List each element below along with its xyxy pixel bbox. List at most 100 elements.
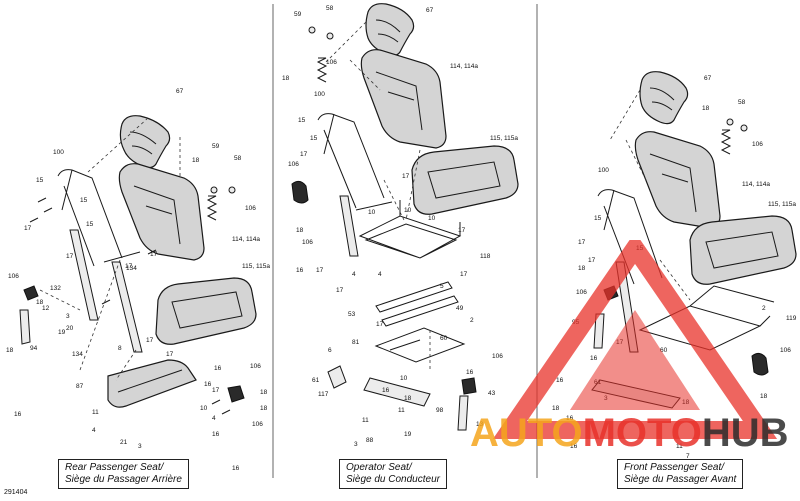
svg-text:106: 106 xyxy=(252,421,263,428)
svg-text:3: 3 xyxy=(66,313,70,320)
svg-text:118: 118 xyxy=(480,253,491,260)
svg-text:106: 106 xyxy=(288,161,299,168)
svg-text:67: 67 xyxy=(426,7,434,14)
svg-text:3: 3 xyxy=(138,443,142,450)
svg-text:106: 106 xyxy=(576,289,587,296)
svg-text:17: 17 xyxy=(458,227,466,234)
operator-headrest xyxy=(365,3,415,57)
svg-text:17: 17 xyxy=(402,173,410,180)
svg-text:4: 4 xyxy=(92,427,96,434)
svg-text:10: 10 xyxy=(400,375,408,382)
svg-text:17: 17 xyxy=(460,271,468,278)
svg-text:6: 6 xyxy=(328,347,332,354)
operator-cushion xyxy=(411,145,519,215)
svg-text:4: 4 xyxy=(378,271,382,278)
rear-headrest xyxy=(119,115,171,169)
svg-text:19: 19 xyxy=(58,329,66,336)
svg-text:15: 15 xyxy=(298,117,306,124)
svg-text:16: 16 xyxy=(382,387,390,394)
svg-text:95: 95 xyxy=(572,319,580,326)
operator-seat-base xyxy=(358,200,462,259)
svg-text:18: 18 xyxy=(6,347,14,354)
svg-text:16: 16 xyxy=(212,431,220,438)
rear-seat-assembly: 67 59 58 18 106 100 15 15 15 17 17 17 17… xyxy=(6,88,270,472)
svg-text:17: 17 xyxy=(578,239,586,246)
svg-text:8: 8 xyxy=(118,345,122,352)
svg-text:106: 106 xyxy=(492,353,503,360)
svg-text:10: 10 xyxy=(200,405,208,412)
svg-text:18: 18 xyxy=(36,299,44,306)
svg-text:18: 18 xyxy=(404,395,412,402)
svg-text:67: 67 xyxy=(176,88,184,95)
svg-text:49: 49 xyxy=(456,305,464,312)
svg-text:12: 12 xyxy=(42,305,50,312)
svg-text:114, 114a: 114, 114a xyxy=(742,181,770,188)
svg-text:87: 87 xyxy=(76,383,84,390)
svg-text:2: 2 xyxy=(762,305,766,312)
svg-text:17: 17 xyxy=(150,251,158,258)
svg-text:106: 106 xyxy=(752,141,763,148)
svg-text:18: 18 xyxy=(296,227,304,234)
caption-operator-fr: Siège du Conducteur xyxy=(346,474,440,485)
svg-text:106: 106 xyxy=(326,59,337,66)
svg-text:20: 20 xyxy=(66,325,74,332)
svg-text:115, 115a: 115, 115a xyxy=(242,263,270,270)
svg-text:18: 18 xyxy=(192,157,200,164)
rear-callouts: 67 59 58 18 106 100 15 15 15 17 17 17 17… xyxy=(6,88,270,472)
svg-text:11: 11 xyxy=(92,409,99,416)
front-headrest xyxy=(639,71,689,125)
svg-text:18: 18 xyxy=(702,105,710,112)
caption-rear-fr: Siège du Passager Arrière xyxy=(65,474,182,485)
svg-text:4: 4 xyxy=(352,271,356,278)
front-cushion xyxy=(689,215,797,285)
svg-text:15: 15 xyxy=(86,221,94,228)
svg-text:15: 15 xyxy=(594,215,602,222)
svg-text:59: 59 xyxy=(294,11,302,18)
svg-text:81: 81 xyxy=(352,339,360,346)
svg-text:100: 100 xyxy=(53,149,64,156)
svg-text:17: 17 xyxy=(616,339,624,346)
svg-text:16: 16 xyxy=(566,415,574,422)
svg-text:17: 17 xyxy=(212,387,220,394)
operator-seat-frame xyxy=(317,113,393,211)
front-seat-frame xyxy=(597,189,663,285)
svg-text:119: 119 xyxy=(786,315,797,322)
svg-text:15: 15 xyxy=(80,197,88,204)
caption-rear-seat: Rear Passenger Seat/ Siège du Passager A… xyxy=(58,459,189,489)
svg-text:19: 19 xyxy=(404,431,412,438)
svg-text:17: 17 xyxy=(336,287,344,294)
svg-text:115, 115a: 115, 115a xyxy=(768,201,796,208)
svg-text:106: 106 xyxy=(245,205,256,212)
svg-text:16: 16 xyxy=(296,267,304,274)
svg-text:10: 10 xyxy=(428,215,436,222)
svg-text:11: 11 xyxy=(398,407,405,414)
svg-text:10: 10 xyxy=(368,209,376,216)
svg-text:134: 134 xyxy=(72,351,83,358)
document-number: 291404 xyxy=(4,489,28,496)
svg-text:114, 114a: 114, 114a xyxy=(450,63,478,70)
front-backrest xyxy=(634,131,721,229)
svg-text:21: 21 xyxy=(120,439,128,446)
svg-text:106: 106 xyxy=(302,239,313,246)
front-seat-assembly: 67 18 58 106 100 114, 114a 115, 115a 17 … xyxy=(552,71,797,460)
svg-text:88: 88 xyxy=(366,437,374,444)
svg-text:58: 58 xyxy=(234,155,242,162)
caption-rear-en: Rear Passenger Seat/ xyxy=(65,462,164,473)
svg-text:17: 17 xyxy=(24,225,32,232)
operator-backrest xyxy=(360,49,447,149)
svg-text:15: 15 xyxy=(36,177,44,184)
caption-operator-seat: Operator Seat/ Siège du Conducteur xyxy=(339,459,447,489)
svg-text:5: 5 xyxy=(440,283,444,290)
svg-text:100: 100 xyxy=(598,167,609,174)
svg-text:114, 114a: 114, 114a xyxy=(232,236,260,243)
svg-text:132: 132 xyxy=(50,285,61,292)
svg-text:17: 17 xyxy=(166,351,174,358)
svg-text:13: 13 xyxy=(476,421,484,428)
svg-text:7: 7 xyxy=(686,453,690,460)
svg-text:15: 15 xyxy=(636,245,644,252)
front-seat-base xyxy=(638,285,775,351)
svg-text:117: 117 xyxy=(318,391,329,398)
svg-text:98: 98 xyxy=(436,407,444,414)
svg-text:17: 17 xyxy=(146,337,154,344)
